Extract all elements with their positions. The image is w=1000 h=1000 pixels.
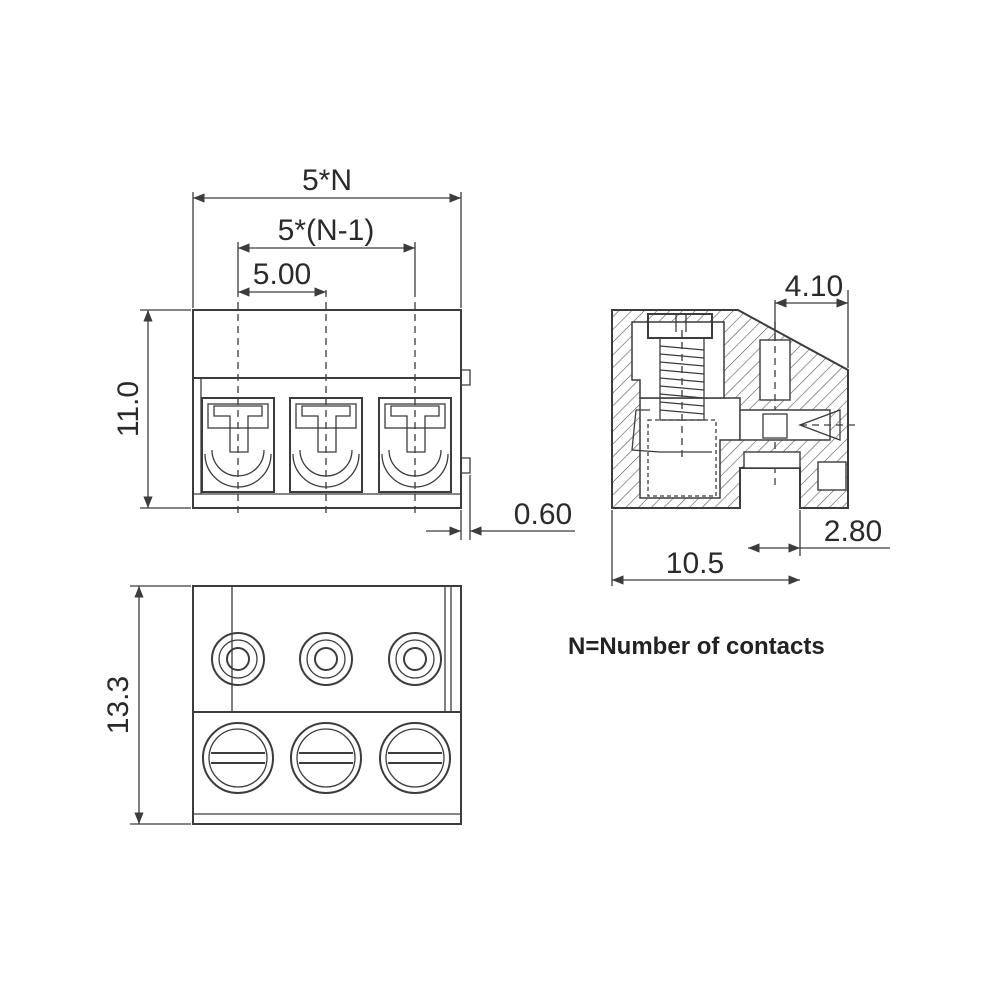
contacts-note: N=Number of contacts [568,633,825,660]
dim-total-width: 5*N [302,164,352,197]
dim-side-slot: 2.80 [824,515,882,548]
front-view: 5*N 5*(N-1) 5.00 11.0 0.60 [112,164,575,540]
dim-front-height: 11.0 [112,381,145,437]
screw-1 [202,722,274,794]
top-view: 13.3 [102,585,462,825]
dim-side-top: 4.10 [785,270,843,303]
test-hole-1 [211,632,265,686]
dim-side-depth: 10.5 [666,547,724,580]
side-section-view: 4.10 2.80 10.5 [611,270,890,586]
dim-offset: 0.60 [514,498,572,531]
test-hole-2 [299,632,353,686]
screw-3 [379,722,451,794]
test-hole-3 [388,632,442,686]
screw-2 [290,722,362,794]
dim-top-height: 13.3 [102,676,135,734]
dim-pitch: 5.00 [253,258,311,291]
dim-pitch-span: 5*(N-1) [278,214,375,247]
